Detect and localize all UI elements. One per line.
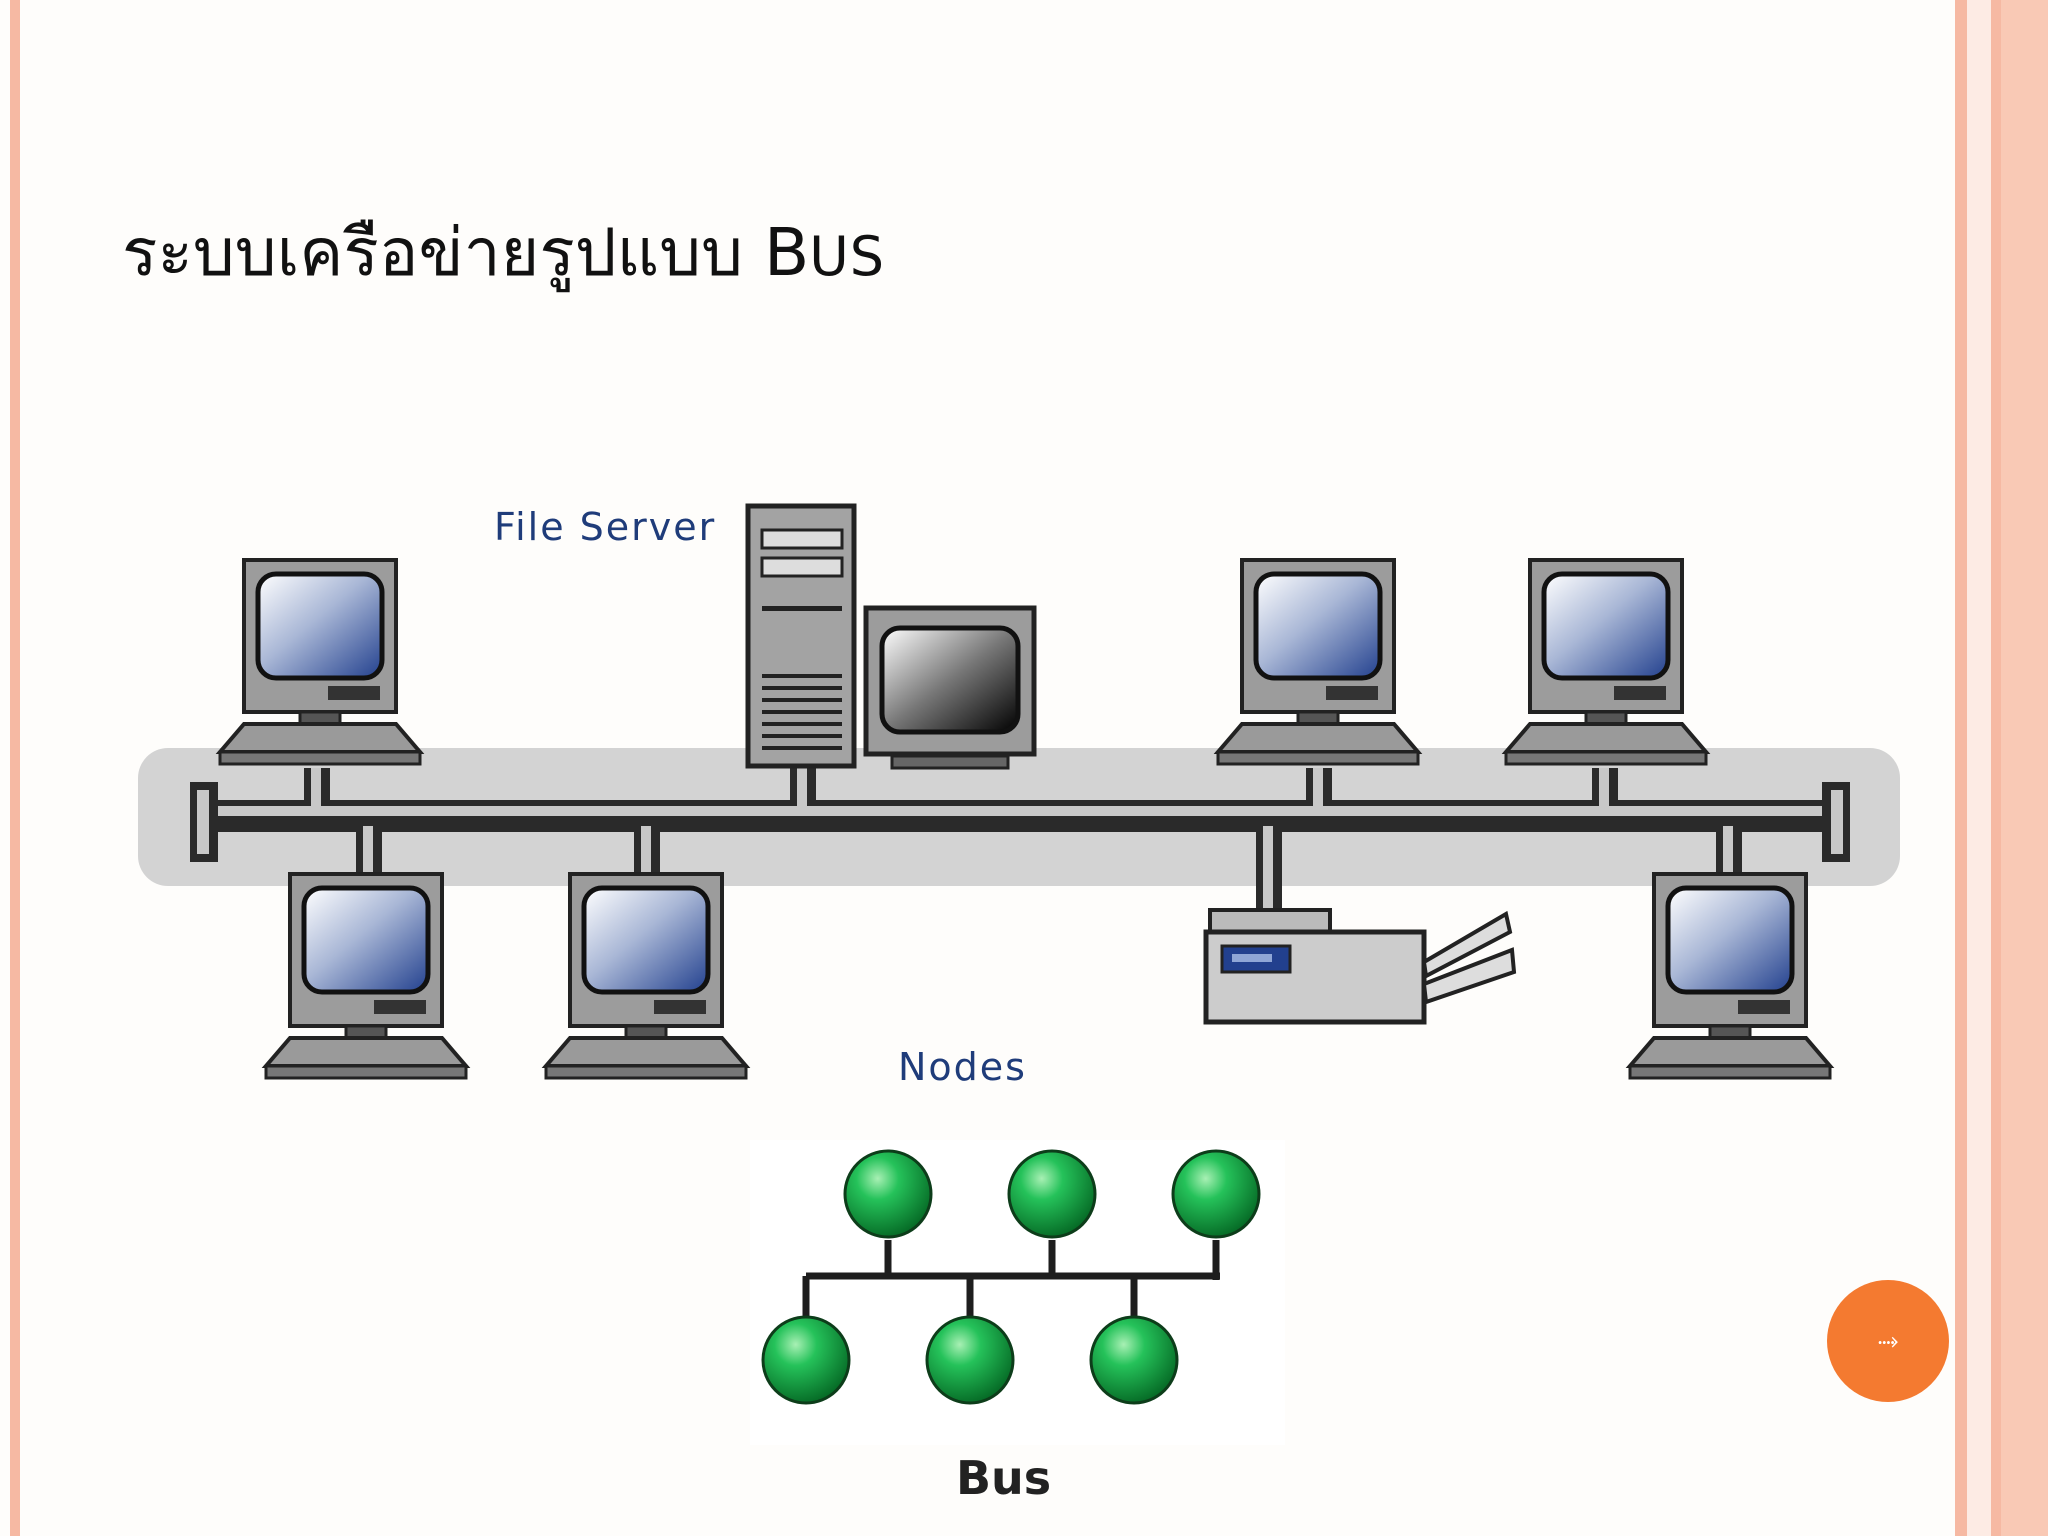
next-slide-button[interactable]: ⤑	[1827, 1280, 1949, 1402]
frame-right-stripe	[1991, 0, 2001, 1536]
workstation-bottom-3	[1630, 874, 1830, 1078]
slide-title-main: ระบบเครือข่ายรูปแบบ B	[122, 214, 810, 291]
file-server-monitor	[863, 605, 1037, 770]
bus-caption: Bus	[956, 1451, 1051, 1505]
topology-node	[925, 1315, 1015, 1405]
topology-node	[843, 1149, 933, 1239]
next-arrow-icon: ⤑	[1877, 1325, 1899, 1356]
slide-title: ระบบเครือข่ายรูปแบบ BUS	[122, 200, 885, 305]
file-server-label: File Server	[494, 505, 716, 549]
workstation-bottom-2	[546, 874, 746, 1078]
workstation-top-3	[1506, 560, 1706, 764]
frame-left-stripe	[10, 0, 20, 1536]
bus-topology-icon	[750, 1140, 1285, 1445]
slide-title-caps: US	[809, 225, 886, 288]
topology-node	[1171, 1149, 1261, 1239]
workstation-bottom-1	[266, 874, 466, 1078]
nodes-label: Nodes	[898, 1045, 1027, 1089]
topology-node	[1007, 1149, 1097, 1239]
workstation-top-2	[1218, 560, 1418, 764]
file-server-tower	[745, 503, 857, 769]
frame-right-stripe	[1955, 0, 1967, 1536]
topology-node	[761, 1315, 851, 1405]
topology-node	[1089, 1315, 1179, 1405]
frame-right-stripe	[2001, 0, 2048, 1536]
printer	[1203, 908, 1517, 1025]
workstation-top-1	[220, 560, 420, 764]
frame-right-stripe	[1967, 0, 1991, 1536]
